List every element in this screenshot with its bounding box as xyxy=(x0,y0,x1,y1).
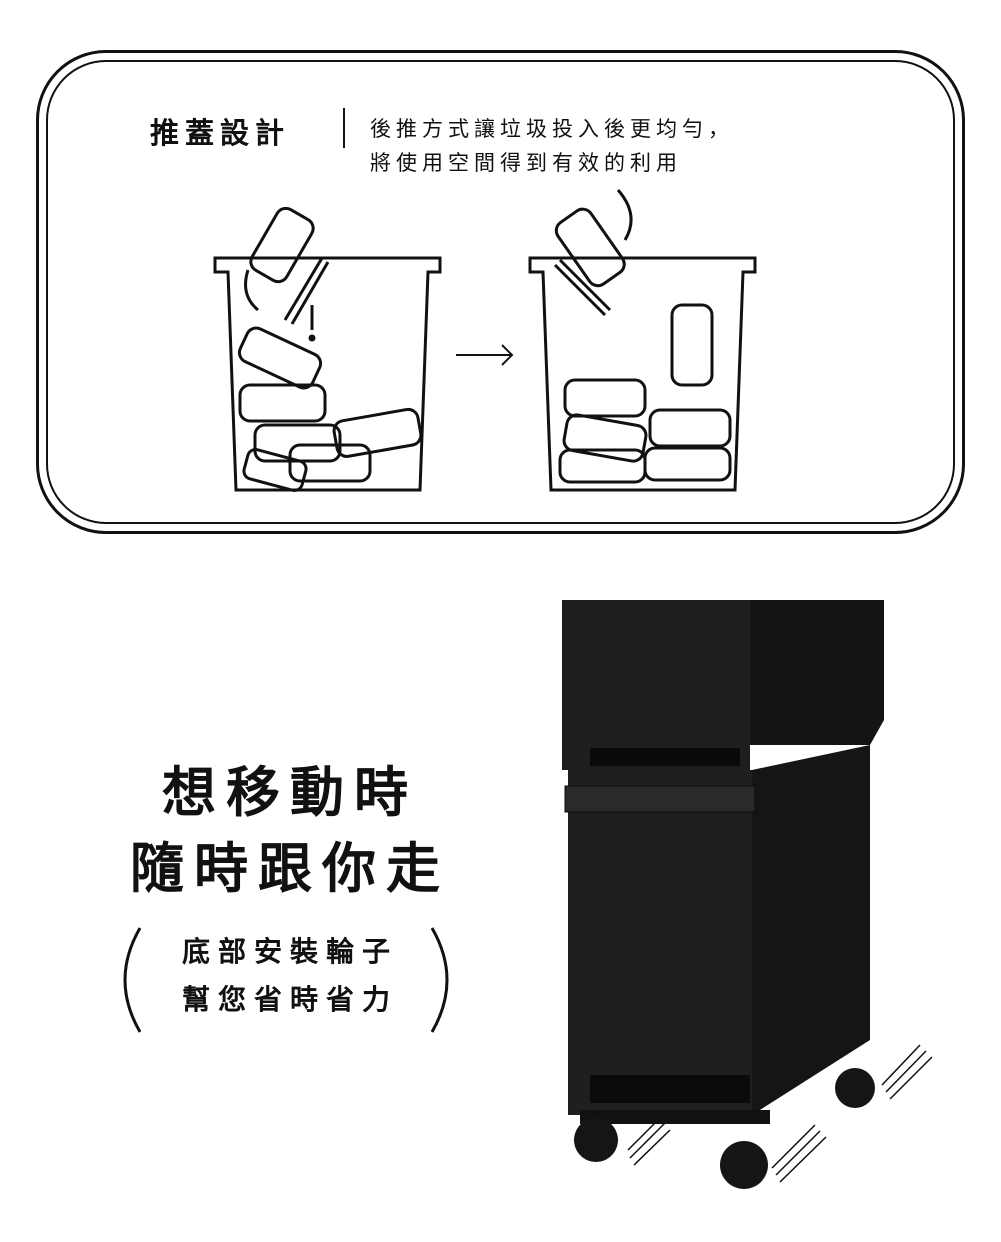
feature-title: 推蓋設計 xyxy=(150,116,291,150)
headline-line-2: 隨時跟你走 xyxy=(130,837,450,900)
rolling-trash-bin-photo xyxy=(562,600,933,1189)
feature-frame-inner xyxy=(46,60,955,524)
subtext-line-2: 幫您省時省力 xyxy=(181,983,398,1016)
bin-before-illustration xyxy=(213,206,442,492)
feature-description: 後推方式讓垃圾投入後更均勻， 將使用空間得到有效的利用 xyxy=(370,112,734,180)
mobility-headline: 想移動時 隨時跟你走 xyxy=(105,755,475,907)
mobility-subtext: 底部安裝輪子 幫您省時省力 xyxy=(150,928,430,1024)
title-divider xyxy=(343,108,345,148)
headline-line-1: 想移動時 xyxy=(162,761,418,824)
feature-frame xyxy=(36,50,965,534)
parenthesis-decoration xyxy=(123,927,449,1033)
description-line-1: 後推方式讓垃圾投入後更均勻， xyxy=(370,117,734,141)
arrow-icon xyxy=(456,344,514,366)
subtext-line-1: 底部安裝輪子 xyxy=(181,935,398,968)
bin-after-illustration xyxy=(528,189,757,492)
description-line-2: 將使用空間得到有效的利用 xyxy=(370,151,682,175)
